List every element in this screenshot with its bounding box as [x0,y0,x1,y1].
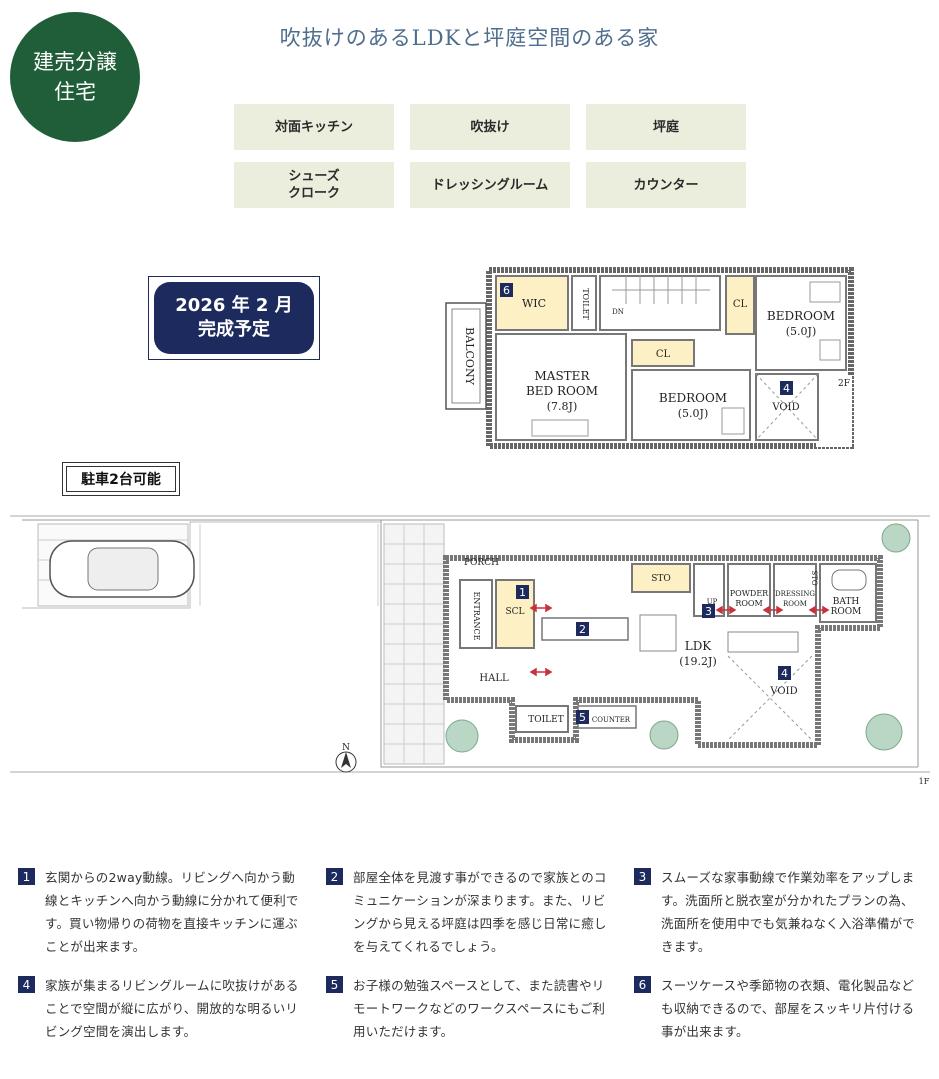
marker-6 [500,283,513,297]
balcony [445,302,487,410]
label-sto-2: STO [810,570,818,585]
tree-icon [445,719,479,753]
marker-1 [516,585,529,599]
description-item: 6 スーツケースや季節物の衣類、電化製品なども収納できるので、部屋をスッキリ片付… [634,974,919,1043]
label-toilet-2f: TOILET [581,288,590,320]
label-bedroom-1-size: (5.0J) [786,325,817,338]
feature-tag: 対面キッチン [234,104,394,150]
marker-4-2f-label: 4 [783,382,790,395]
description-text: スムーズな家事動線で作業効率をアップします。洗面所と脱衣室が分かれたプランの為、… [661,870,916,954]
description-text: 玄関からの2way動線。リビングへ向かう動線とキッチンへ向かう動線に分かれて便利… [45,870,299,954]
label-cl-right: CL [733,299,748,310]
label-void-1f: VOID [769,686,797,697]
label-cl-middle: CL [656,349,671,360]
label-1f: 1F [919,777,930,786]
description-item: 3 スムーズな家事動線で作業効率をアップします。洗面所と脱衣室が分かれたプランの… [634,866,919,958]
page-title: 吹抜けのあるLDKと坪庭空間のある家 [279,26,660,50]
parking-label: 駐車2台可能 [66,466,176,492]
label-bedroom-1: BEDROOM [767,309,835,323]
feature-tag: カウンター [586,162,746,208]
marker-5-label: 5 [579,711,586,724]
label-void-2f: VOID [771,402,799,413]
label-bedroom-2-size: (5.0J) [678,407,709,420]
label-sto-1: STO [651,574,671,584]
description-text: お子様の勉強スペースとして、また読書やリモートワークなどのワークスペースにもご利… [353,978,606,1039]
description-item: 1 玄関からの2way動線。リビングへ向かう動線とキッチンへ向かう動線に分かれて… [18,866,303,958]
label-counter: COUNTER [592,716,631,724]
marker-2-label: 2 [579,623,586,636]
feature-tag: 吹抜け [410,104,570,150]
label-dn: DN [612,308,624,316]
description-number: 6 [634,976,651,993]
floor-1-plan [10,515,930,773]
description-text: 家族が集まるリビングルームに吹抜けがあることで空間が縦に広がり、開放的な明るいリ… [45,978,299,1039]
description-item: 2 部屋全体を見渡す事ができるので家族とのコミュニケーションが深まります。また、… [326,866,611,958]
marker-2 [576,622,589,636]
label-powder-2: ROOM [735,599,762,608]
feature-tag: 坪庭 [586,104,746,150]
label-balcony: BALCONY [463,327,476,385]
label-ldk: LDK [685,639,713,653]
marker-4-2f [780,381,793,395]
marker-3-label: 3 [705,605,712,618]
floor-plan: WIC TOILET DN CL BEDROOM (5.0J) BALCONY … [10,267,930,786]
label-hall: HALL [479,673,509,684]
label-master-size: (7.8J) [547,400,578,413]
label-north: N [342,743,350,753]
tree-icon [865,713,903,751]
description-number: 1 [18,868,35,885]
label-ldk-size: (19.2J) [679,655,717,668]
marker-4-1f [778,666,791,680]
description-number: 5 [326,976,343,993]
flow-arrows [529,603,830,677]
description-number: 2 [326,868,343,885]
label-dressing: DRESSING [775,590,815,598]
description-item: 5 お子様の勉強スペースとして、また読書やリモートワークなどのワークスペースにも… [326,974,611,1043]
completion-date: 2026 年 2 月 完成予定 [154,282,314,354]
description-item: 4 家族が集まるリビングルームに吹抜けがあることで空間が縦に広がり、開放的な明る… [18,974,303,1043]
description-number: 3 [634,868,651,885]
tree-icon [881,523,911,553]
label-entrance: ENTRANCE [472,592,481,641]
parking-label-box: 駐車2台可能 [62,462,180,496]
marker-3 [702,604,715,618]
label-bedroom-2: BEDROOM [659,391,727,405]
completion-box: 2026 年 2 月 完成予定 [148,276,320,360]
label-master: MASTER [535,369,591,383]
label-master-2: BED ROOM [526,384,598,398]
feature-tag: ドレッシングルーム [410,162,570,208]
label-2f: 2F [838,379,850,389]
label-wic: WIC [522,297,546,310]
house-type-badge: 建売分譲 住宅 [10,12,140,142]
tree-icon [649,720,679,750]
description-number: 4 [18,976,35,993]
label-toilet-1f: TOILET [528,715,564,725]
label-bath-2: ROOM [831,607,862,617]
description-text: スーツケースや季節物の衣類、電化製品なども収納できるので、部屋をスッキリ片付ける… [661,978,915,1039]
description-text: 部屋全体を見渡す事ができるので家族とのコミュニケーションが深まります。また、リビ… [353,870,607,954]
label-bath: BATH [833,597,860,607]
marker-6-label: 6 [503,284,510,297]
feature-tag: シューズ クローク [234,162,394,208]
label-porch: PORCH [464,558,499,568]
label-dressing-2: ROOM [783,600,807,608]
label-powder: POWDER [730,589,769,598]
label-up: UP [707,598,718,606]
floor-2-plan [445,267,854,449]
marker-1-label: 1 [519,586,526,599]
label-scl: SCL [505,607,524,617]
marker-5 [576,710,589,724]
marker-4-1f-label: 4 [781,667,788,680]
